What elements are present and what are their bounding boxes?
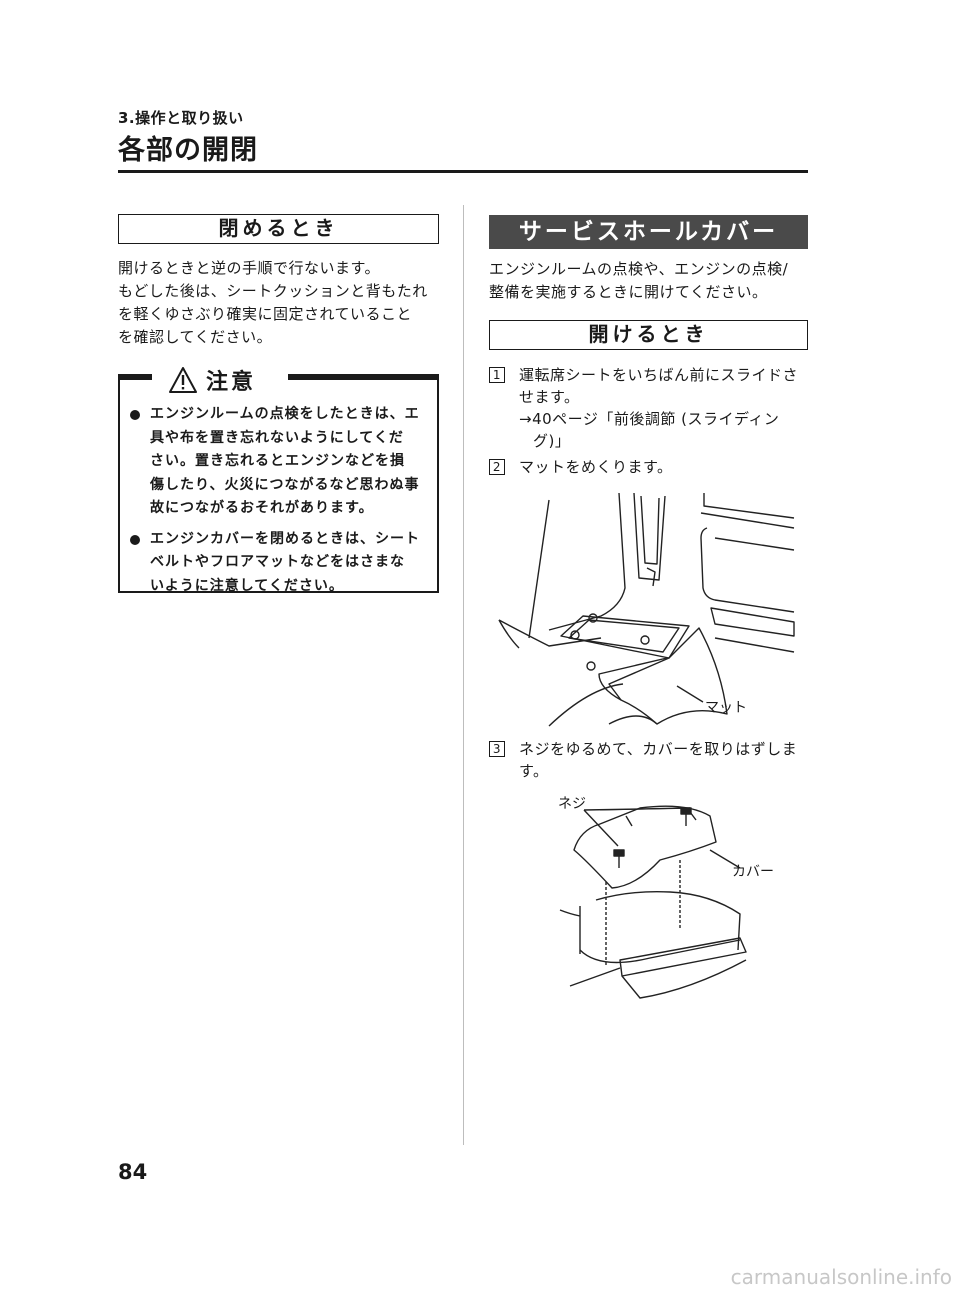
- intro-paragraph: エンジンルームの点検や、エンジンの点検/ 整備を実施するときに開けてください。: [489, 258, 819, 304]
- caution-line: エンジンカバーを閉めるときは、シート: [150, 530, 420, 547]
- caution-header: 注意: [168, 363, 283, 397]
- caution-line: さい。置き忘れるとエンジンなどを損: [150, 453, 405, 469]
- watermark: carmanualsonline.info: [730, 1265, 952, 1289]
- step-3: 3 ネジをゆるめて、カバーを取りはずしま す。: [489, 738, 809, 782]
- title-rule: [118, 170, 808, 173]
- section-label: 3.操作と取り扱い: [118, 109, 244, 127]
- caution-list: エンジンルームの点検をしたときは、エ 具や布を置き忘れないようにしてくだ さい。…: [130, 403, 430, 605]
- service-hole-cover-heading: サービスホールカバー: [489, 215, 808, 249]
- opening-heading: 開けるとき: [489, 320, 808, 350]
- caution-line: 傷したり、火災につながるなど思わぬ事: [150, 476, 420, 493]
- step-line: せます。: [519, 388, 580, 406]
- caution-top-rule: [288, 374, 439, 380]
- caution-line: ベルトやフロアマットなどをはさまな: [150, 554, 405, 570]
- intro-line: 整備を実施するときに開けてください。: [489, 283, 768, 301]
- step-reference-link[interactable]: グ)」: [533, 432, 571, 450]
- screw-label: ネジ: [558, 796, 586, 812]
- closing-line: を確認してください。: [118, 328, 273, 346]
- mat-illustration: マット: [498, 492, 795, 727]
- caution-item: エンジンルームの点検をしたときは、エ 具や布を置き忘れないようにしてくだ さい。…: [130, 403, 430, 521]
- step-2: 2 マットをめくります。: [489, 456, 809, 478]
- step-line: 運転席シートをいちばん前にスライドさ: [519, 366, 799, 384]
- step-line: ネジをゆるめて、カバーを取りはずしま: [519, 740, 798, 758]
- caution-line: 故につながるおそれがあります。: [150, 500, 374, 516]
- step-1: 1 運転席シートをいちばん前にスライドさ せます。 →40ページ「前後調節 (ス…: [489, 364, 809, 452]
- intro-line: エンジンルームの点検や、エンジンの点検/: [489, 260, 789, 278]
- column-divider: [463, 205, 464, 1145]
- warning-triangle-icon: [169, 367, 197, 393]
- caution-line: 具や布を置き忘れないようにしてくだ: [150, 429, 404, 446]
- closing-paragraph: 開けるときと逆の手順で行ないます。 もどした後は、シートクッションと背もたれ を…: [118, 257, 448, 349]
- step-line: マットをめくります。: [519, 458, 673, 476]
- closing-heading: 閉めるとき: [118, 214, 439, 244]
- closing-line: 開けるときと逆の手順で行ないます。: [118, 259, 381, 277]
- screw-icon: [680, 807, 692, 826]
- mat-label: マット: [705, 700, 747, 716]
- screw-icon: [613, 849, 625, 868]
- closing-line: を軽くゆさぶり確実に固定されていること: [118, 305, 413, 323]
- step-line: す。: [519, 762, 549, 780]
- closing-line: もどした後は、シートクッションと背もたれ: [118, 282, 428, 300]
- step-reference-link[interactable]: →40ページ「前後調節 (スライディン: [519, 410, 780, 428]
- bullet-icon: [130, 410, 140, 420]
- caution-top-rule: [118, 374, 152, 380]
- caution-title: 注意: [206, 370, 257, 395]
- caution-item: エンジンカバーを閉めるときは、シート ベルトやフロアマットなどをはさまな いよう…: [130, 528, 430, 599]
- page-title: 各部の開閉: [118, 135, 258, 166]
- caution-line: エンジンルームの点検をしたときは、エ: [150, 406, 420, 422]
- caution-line: いように注意してください。: [150, 577, 344, 594]
- page-number: 84: [118, 1160, 148, 1184]
- step-number: 3: [489, 741, 505, 757]
- step-number: 2: [489, 459, 505, 475]
- bullet-icon: [130, 534, 140, 545]
- cover-label: カバー: [732, 864, 774, 880]
- caution-box: [118, 375, 439, 593]
- cover-removal-illustration: ネジ カバー: [558, 796, 774, 999]
- step-number: 1: [489, 367, 505, 383]
